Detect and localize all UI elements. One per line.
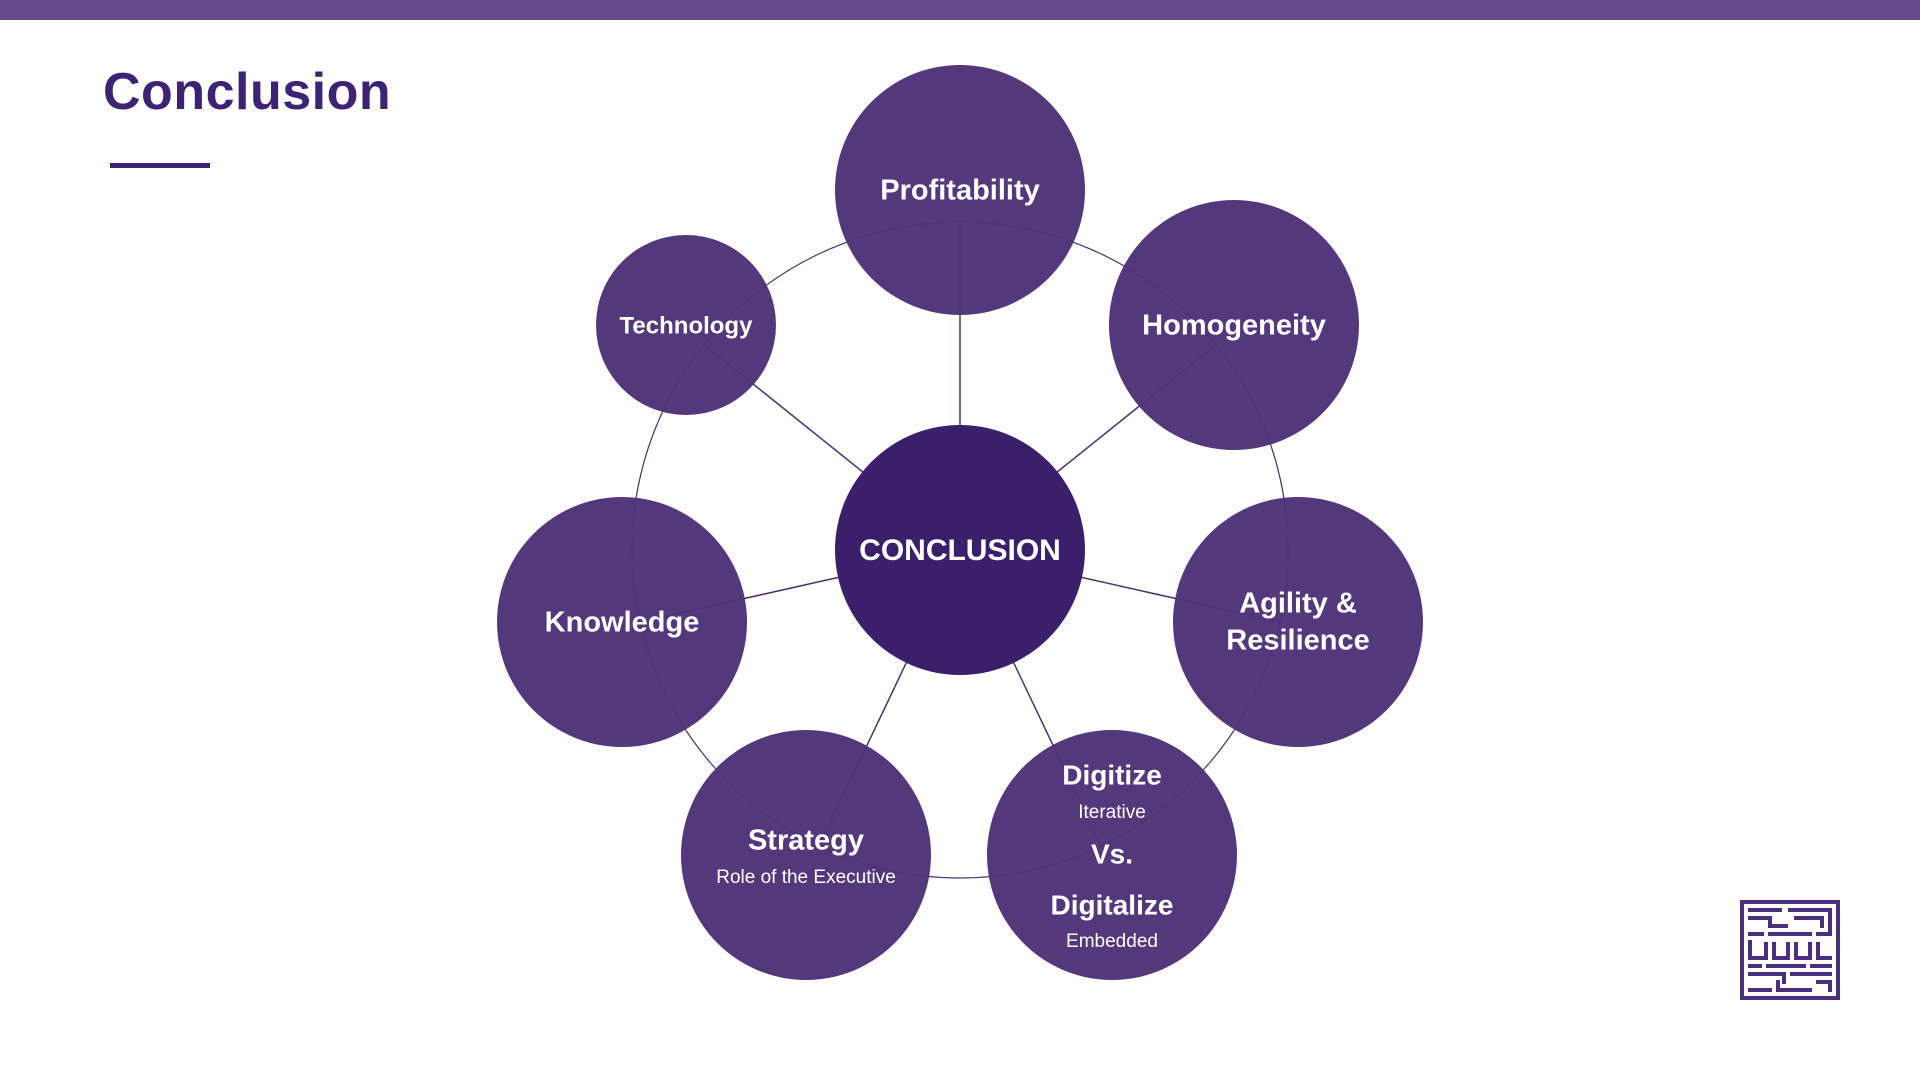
node-strategy-label: Strategy [748, 825, 864, 857]
node-digitize-vs: Vs. [1091, 838, 1133, 869]
node-center-circle [835, 425, 1085, 675]
node-agility-label-line2: Resilience [1226, 625, 1369, 657]
node-digitize-circle [987, 730, 1237, 980]
node-center: CONCLUSION [835, 425, 1085, 675]
node-agility-label-line1: Agility & [1239, 588, 1357, 620]
node-homogeneity-circle [1109, 200, 1359, 450]
node-strategy-sublabel: Role of the Executive [716, 867, 896, 888]
node-digitize-title: Digitize [1062, 759, 1162, 790]
node-homogeneity-label: Homogeneity [1142, 310, 1326, 342]
node-digitize-subtitle: Iterative [1078, 802, 1146, 823]
node-digitalize-title: Digitalize [1051, 889, 1174, 920]
node-profitability-circle [835, 65, 1085, 315]
node-profitability: Profitability [835, 65, 1085, 315]
node-center-label: CONCLUSION [859, 534, 1061, 567]
title-underline [110, 163, 210, 168]
node-agility-resilience: Agility & Resilience [1173, 497, 1423, 747]
node-agility-circle [1173, 497, 1423, 747]
node-strategy-circle [681, 730, 931, 980]
node-digitize: Digitize Iterative Vs. Digitalize Embedd… [987, 730, 1237, 980]
node-profitability-label: Profitability [880, 175, 1040, 207]
node-knowledge: Knowledge [497, 497, 747, 747]
node-strategy: Strategy Role of the Executive [681, 730, 931, 980]
node-technology-circle [596, 235, 776, 415]
node-knowledge-label: Knowledge [545, 607, 700, 639]
maze-logo-icon [1740, 900, 1840, 1000]
top-accent-bar [0, 0, 1920, 20]
node-technology: Technology [596, 235, 776, 415]
node-knowledge-circle [497, 497, 747, 747]
page-title: Conclusion [103, 63, 392, 121]
node-homogeneity: Homogeneity [1109, 200, 1359, 450]
node-digitalize-subtitle: Embedded [1066, 931, 1158, 952]
node-technology-label: Technology [620, 312, 754, 339]
